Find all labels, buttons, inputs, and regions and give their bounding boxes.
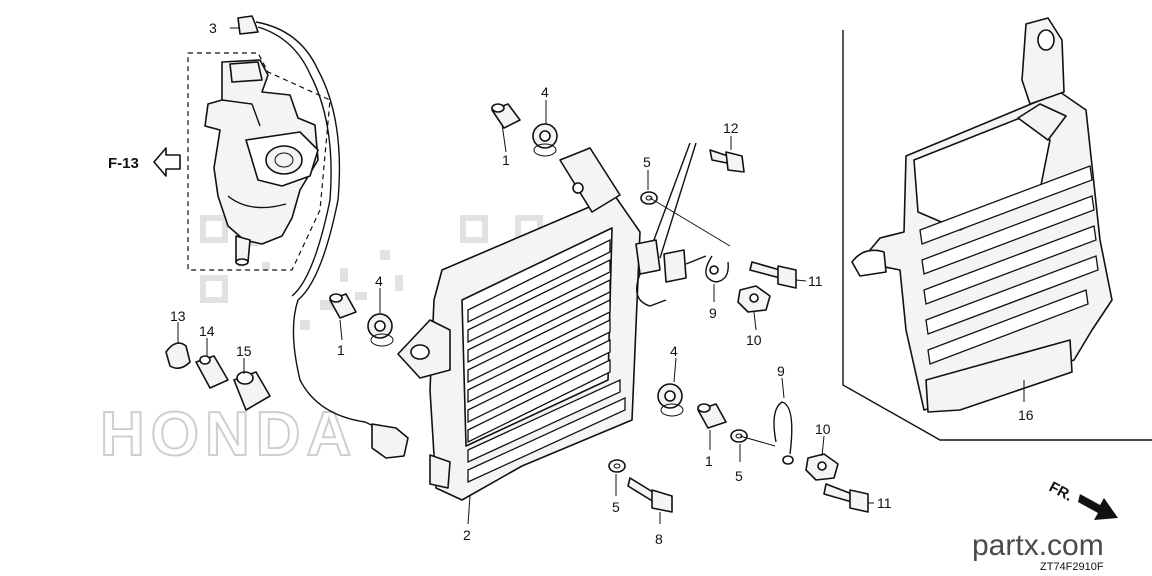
control-unit-cover	[851, 17, 1113, 413]
unit-connectors	[635, 142, 707, 307]
callout-11: 11	[808, 273, 823, 289]
callout-4: 4	[670, 343, 678, 359]
callout-9: 9	[709, 305, 717, 321]
callout-11: 11	[877, 495, 892, 511]
watermark-text: HONDA	[100, 400, 357, 469]
callout-5: 5	[612, 499, 620, 515]
leader-lines	[177, 27, 1025, 525]
callout-4: 4	[541, 84, 549, 100]
callout-4: 4	[375, 273, 383, 289]
callout-13: 13	[170, 308, 186, 324]
callout-12: 12	[723, 120, 739, 136]
wire-harness	[237, 15, 409, 459]
callout-1: 1	[705, 453, 713, 469]
front-arrow-icon	[1078, 494, 1118, 520]
detail-frame	[842, 30, 1152, 441]
callout-labels: 3 4 1 5 12 11 9 10 4 1 13 14 15 9 4 1 5 …	[170, 20, 1034, 547]
callout-3: 3	[209, 20, 217, 36]
front-label: FR.	[1046, 479, 1075, 505]
reference-arrow-icon	[153, 147, 181, 177]
callout-5: 5	[735, 468, 743, 484]
callout-1: 1	[337, 342, 345, 358]
callout-14: 14	[199, 323, 215, 339]
callout-5: 5	[643, 154, 651, 170]
reference-label: F-13	[108, 155, 139, 172]
callout-9: 9	[777, 363, 785, 379]
callout-10: 10	[746, 332, 762, 348]
callout-16: 16	[1018, 407, 1034, 423]
callout-10: 10	[815, 421, 831, 437]
hardware	[165, 103, 869, 513]
carburetor-dashed-outline	[187, 52, 331, 271]
control-unit-main	[397, 147, 641, 501]
callout-1: 1	[502, 152, 510, 168]
front-indicator: FR.	[1046, 479, 1118, 520]
callout-2: 2	[463, 527, 471, 543]
callout-8: 8	[655, 531, 663, 547]
callout-15: 15	[236, 343, 252, 359]
site-label: partx.com	[972, 529, 1104, 562]
reference-f13: F-13	[108, 147, 181, 177]
diagram-code: ZT74F2910F	[1040, 561, 1104, 573]
carburetor	[204, 59, 319, 266]
